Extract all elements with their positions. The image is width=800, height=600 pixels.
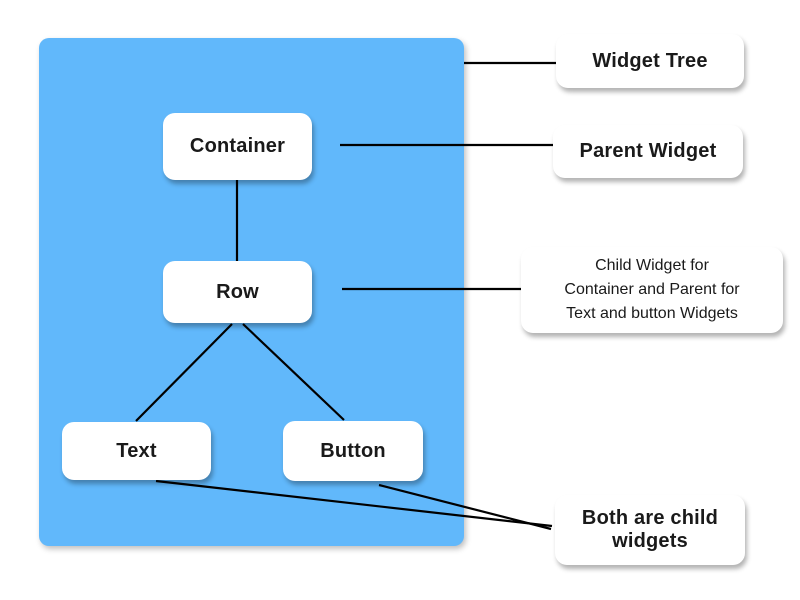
annotation-parent-widget: Parent Widget [553,125,743,178]
line-button-to-both-children-label [378,483,552,531]
annotation-child-note-line-3: Text and button Widgets [566,305,738,322]
annotation-child-note-line-1: Child Widget for [595,257,709,274]
annotation-widget-tree-label: Widget Tree [592,49,708,72]
node-text-label: Text [116,439,157,462]
node-container-label: Container [189,135,286,157]
node-button: Button [283,421,423,481]
annotation-child-note-line-2: Container and Parent for [564,281,740,298]
annotation-child-note-text: Child Widget for Container and Parent fo… [564,254,739,326]
annotation-both-children: Both are child widgets [555,495,745,565]
line-row-to-button [242,323,345,421]
node-text: Text [62,422,211,480]
node-button-label: Button [320,439,386,462]
node-row: Row [163,261,312,323]
node-container: Container [163,113,312,180]
line-text-to-both-children-label [155,479,553,528]
annotation-widget-tree: Widget Tree [556,34,744,88]
line-row-to-text [135,323,233,422]
annotation-child-note: Child Widget for Container and Parent fo… [521,247,783,333]
annotation-both-children-label: Both are child widgets [581,507,719,552]
node-row-label: Row [216,280,259,303]
annotation-parent-widget-label: Parent Widget [579,140,717,162]
